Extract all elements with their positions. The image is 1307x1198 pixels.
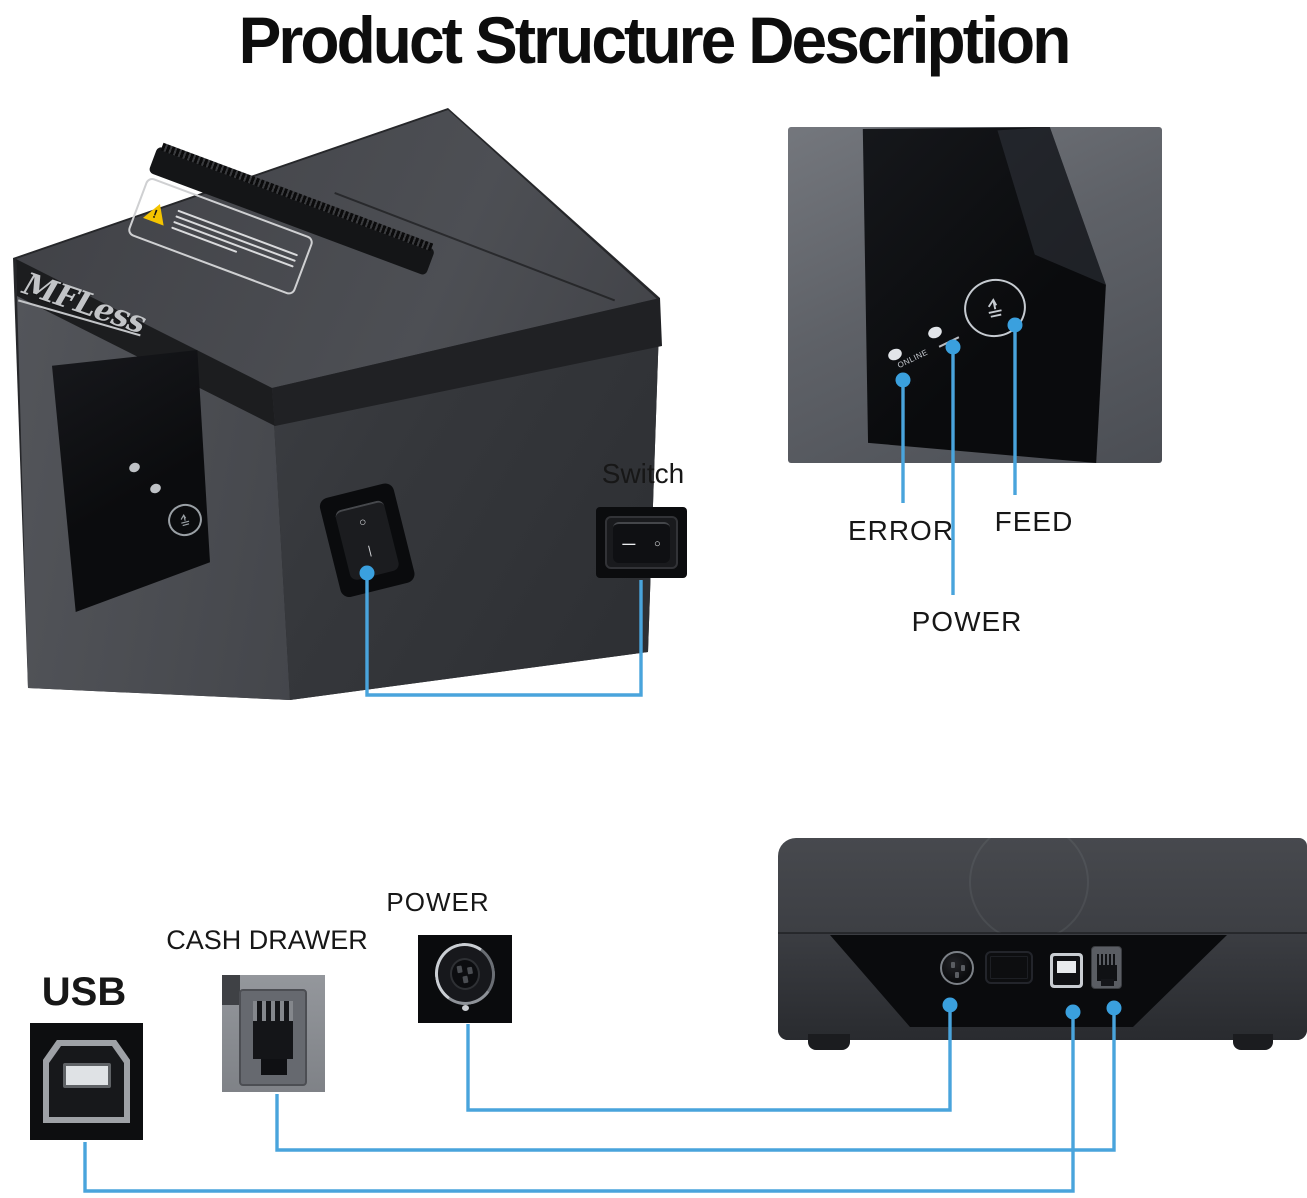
din-index-notch xyxy=(462,1005,469,1011)
rear-cash-drawer-port xyxy=(1091,946,1122,989)
side-power-switch-rocker: ○ ❘ xyxy=(334,499,401,582)
feed-label: FEED xyxy=(994,506,1074,537)
rj11-pins-icon xyxy=(253,1001,293,1021)
switch-closeup-photo: — ○ xyxy=(596,507,687,578)
rear-right-foot xyxy=(1233,1034,1273,1050)
rj11-latch-notch xyxy=(261,1059,287,1075)
usb-label: USB xyxy=(41,970,127,1014)
printer-front-panel-window xyxy=(52,350,210,612)
printer-front-photo: MFLess xyxy=(8,100,668,708)
warning-triangle-icon xyxy=(143,199,171,226)
cash-drawer-closeup-photo xyxy=(222,975,325,1092)
din-power-connector xyxy=(430,938,500,1010)
power-label-front: POWER xyxy=(911,606,1023,637)
rear-cover-seam xyxy=(778,932,1307,934)
switch-label: Switch xyxy=(601,458,685,489)
rear-power-port xyxy=(940,951,974,985)
feed-icon xyxy=(180,513,190,527)
rear-left-foot xyxy=(808,1034,850,1050)
switch-on-mark: — xyxy=(622,536,636,551)
switch-off-mark: ○ xyxy=(654,537,661,550)
rear-usb-port xyxy=(1050,953,1083,988)
rj11-jack xyxy=(239,989,307,1086)
printer-rear-photo xyxy=(778,838,1307,1050)
usb-b-tongue xyxy=(63,1063,111,1088)
switch-rocker[interactable]: — ○ xyxy=(613,522,670,563)
error-label: ERROR xyxy=(847,515,955,546)
rear-cutter-circle xyxy=(969,838,1089,942)
rear-blank-slot xyxy=(985,951,1033,984)
cash-photo-shadow xyxy=(222,975,240,1005)
power-label-rear: POWER xyxy=(386,887,490,917)
page-title: Product Structure Description xyxy=(238,3,1072,77)
feed-icon xyxy=(987,298,1002,318)
cash-drawer-label: CASH DRAWER xyxy=(166,925,368,955)
rear-body xyxy=(778,838,1307,1040)
power-closeup-photo xyxy=(418,935,512,1023)
panel-feed-button[interactable] xyxy=(958,273,1032,343)
usb-closeup-photo xyxy=(30,1023,143,1140)
control-panel-closeup-photo xyxy=(788,127,1162,463)
front-feed-button[interactable] xyxy=(164,500,206,540)
din-pin-area xyxy=(447,955,483,993)
